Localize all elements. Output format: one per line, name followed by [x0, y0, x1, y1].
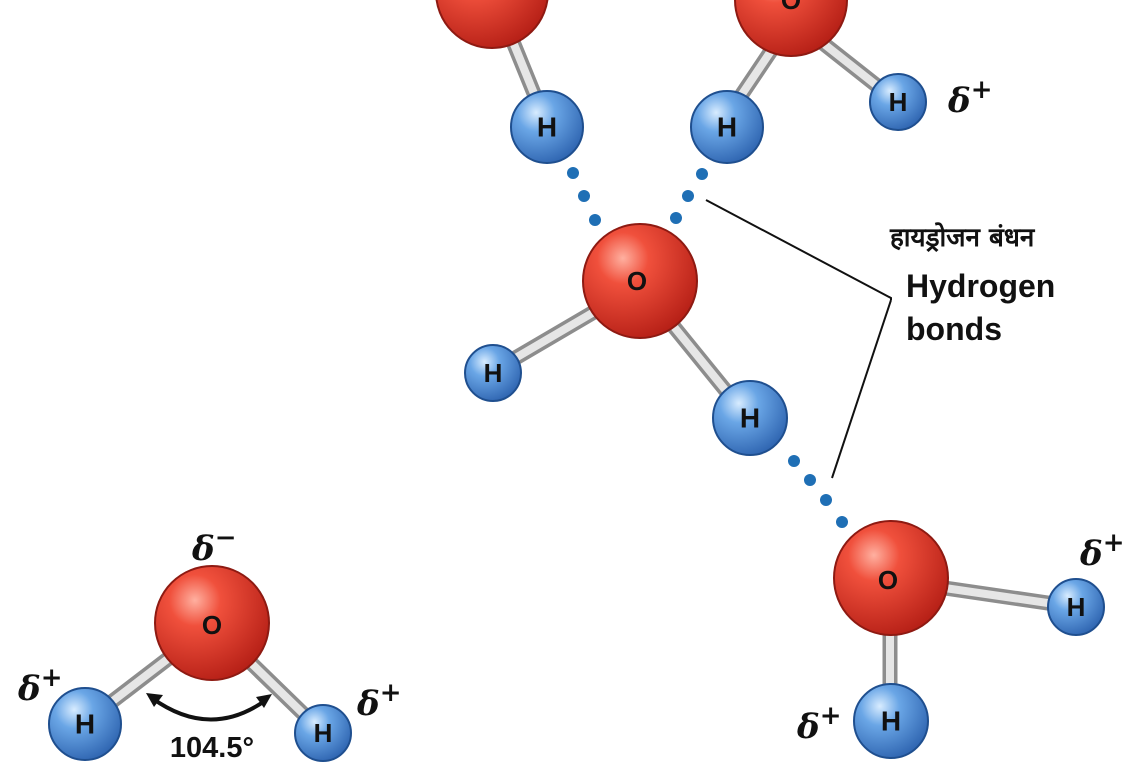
hydrogen-label: H — [740, 403, 760, 434]
partial-charges: δ+ δ+ δ+ δ− δ+ δ+ — [17, 75, 1124, 747]
oxygen-label: O — [627, 266, 647, 296]
hydrogen-label: H — [1067, 592, 1086, 622]
oxygen-label: O — [202, 610, 222, 640]
partial-charge-positive: δ+ — [796, 701, 841, 747]
partial-charge-positive: δ+ — [356, 678, 401, 724]
hbond-dot — [836, 516, 848, 528]
hbond-dot — [567, 167, 579, 179]
hydrogen-bond-dots — [567, 167, 848, 528]
arrowhead-right-icon — [256, 694, 272, 708]
bond-angle-indicator: 104.5° — [146, 693, 272, 764]
hydrogen-label: H — [889, 87, 908, 117]
water-molecule-center: O H H — [464, 223, 788, 456]
leader-line-lower — [831, 299, 892, 479]
hydrogen-atom — [464, 344, 522, 402]
hbond-dot — [682, 190, 694, 202]
hbond-dot — [589, 214, 601, 226]
hbond-dot — [788, 455, 800, 467]
hydrogen-atom — [690, 90, 764, 164]
hydrogen-bonds-hindi-label: हायड्रोजन बंधन — [889, 222, 1036, 253]
partial-charge-positive: δ+ — [1079, 528, 1124, 574]
water-molecule-bottom-left: O H H — [48, 565, 352, 762]
water-molecule-top-left: H — [435, 0, 584, 164]
hydrogen-label: H — [717, 112, 737, 143]
arrowhead-left-icon — [146, 693, 163, 707]
leader-lines — [705, 199, 892, 479]
bond-angle-arc — [150, 696, 268, 722]
hbond-dot — [578, 190, 590, 202]
hbond-dot — [820, 494, 832, 506]
hydrogen-atom — [1047, 578, 1105, 636]
hydrogen-label: H — [881, 706, 901, 737]
hydrogen-atom — [853, 683, 929, 759]
oxygen-atom — [154, 565, 270, 681]
hydrogen-bonds-label-line2: bonds — [906, 311, 1002, 347]
partial-charge-positive: δ+ — [17, 663, 62, 709]
hydrogen-atom — [48, 687, 122, 761]
hbond-dot — [670, 212, 682, 224]
oxygen-atom — [582, 223, 698, 339]
hydrogen-atom — [510, 90, 584, 164]
partial-charge-negative: δ− — [191, 523, 236, 569]
bond-angle-label: 104.5° — [170, 732, 254, 764]
hydrogen-bonds-label-line1: Hydrogen — [906, 268, 1055, 304]
hydrogen-label: H — [537, 112, 557, 143]
hydrogen-label: H — [314, 718, 333, 748]
oxygen-atom — [833, 520, 949, 636]
oxygen-label: O — [781, 0, 801, 15]
hydrogen-label: H — [484, 358, 503, 388]
water-molecule-bottom-right: O H H — [833, 520, 1105, 759]
hydrogen-label: H — [75, 709, 95, 740]
hydrogen-atom — [294, 704, 352, 762]
leader-line-upper — [705, 199, 892, 300]
hbond-dot — [804, 474, 816, 486]
partial-charge-positive: δ+ — [947, 75, 992, 121]
hydrogen-atom — [712, 380, 788, 456]
hbond-dot — [696, 168, 708, 180]
hydrogen-bonds-callout: हायड्रोजन बंधन Hydrogen bonds — [889, 222, 1055, 347]
oxygen-atom — [734, 0, 848, 57]
oxygen-atom — [435, 0, 549, 49]
oxygen-label: O — [878, 565, 898, 595]
water-molecule-top-right: O H H — [690, 0, 927, 164]
hydrogen-atom — [869, 73, 927, 131]
